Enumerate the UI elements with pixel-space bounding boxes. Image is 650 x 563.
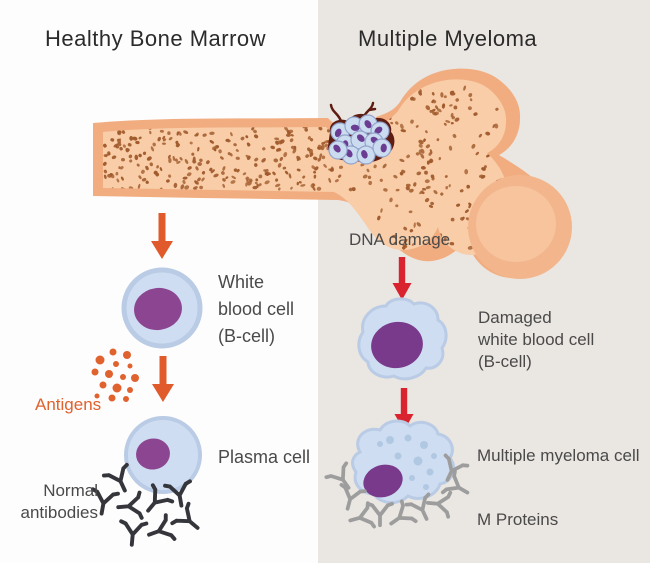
- myeloma-tumor-cluster: [327, 101, 395, 165]
- white-blood-cell-label: White blood cell (B-cell): [218, 272, 295, 346]
- white-blood-cell: [121, 267, 203, 349]
- femoral-head-highlight: [476, 186, 556, 262]
- dna-damage-label: DNA damage: [349, 230, 451, 249]
- bone-marrow-shape: [103, 79, 510, 255]
- myeloma-cell-label: Multiple myeloma cell: [477, 446, 640, 465]
- plasma-cell: [124, 416, 202, 494]
- antigen-dots: [91, 348, 139, 402]
- antigens-label: Antigens: [35, 395, 102, 414]
- healthy-panel-title: Healthy Bone Marrow: [45, 26, 267, 51]
- plasma-cell-label: Plasma cell: [218, 447, 311, 467]
- down-arrow-icon: [152, 356, 174, 402]
- down-arrow-icon: [392, 257, 412, 300]
- multiple-myeloma-cell: [351, 419, 456, 504]
- m-proteins-label: M Proteins: [477, 510, 559, 529]
- myeloma-panel-title: Multiple Myeloma: [358, 26, 538, 51]
- damaged-cell-label: Damaged white blood cell (B-cell): [478, 308, 595, 371]
- tumor-cells: [328, 114, 392, 165]
- normal-antibodies-label: Normal antibodies: [20, 481, 98, 522]
- myeloma-cell-spots: [377, 434, 437, 490]
- bone-crack-line: [329, 103, 343, 123]
- damaged-white-blood-cell: [357, 297, 448, 381]
- down-arrow-icon: [151, 213, 173, 259]
